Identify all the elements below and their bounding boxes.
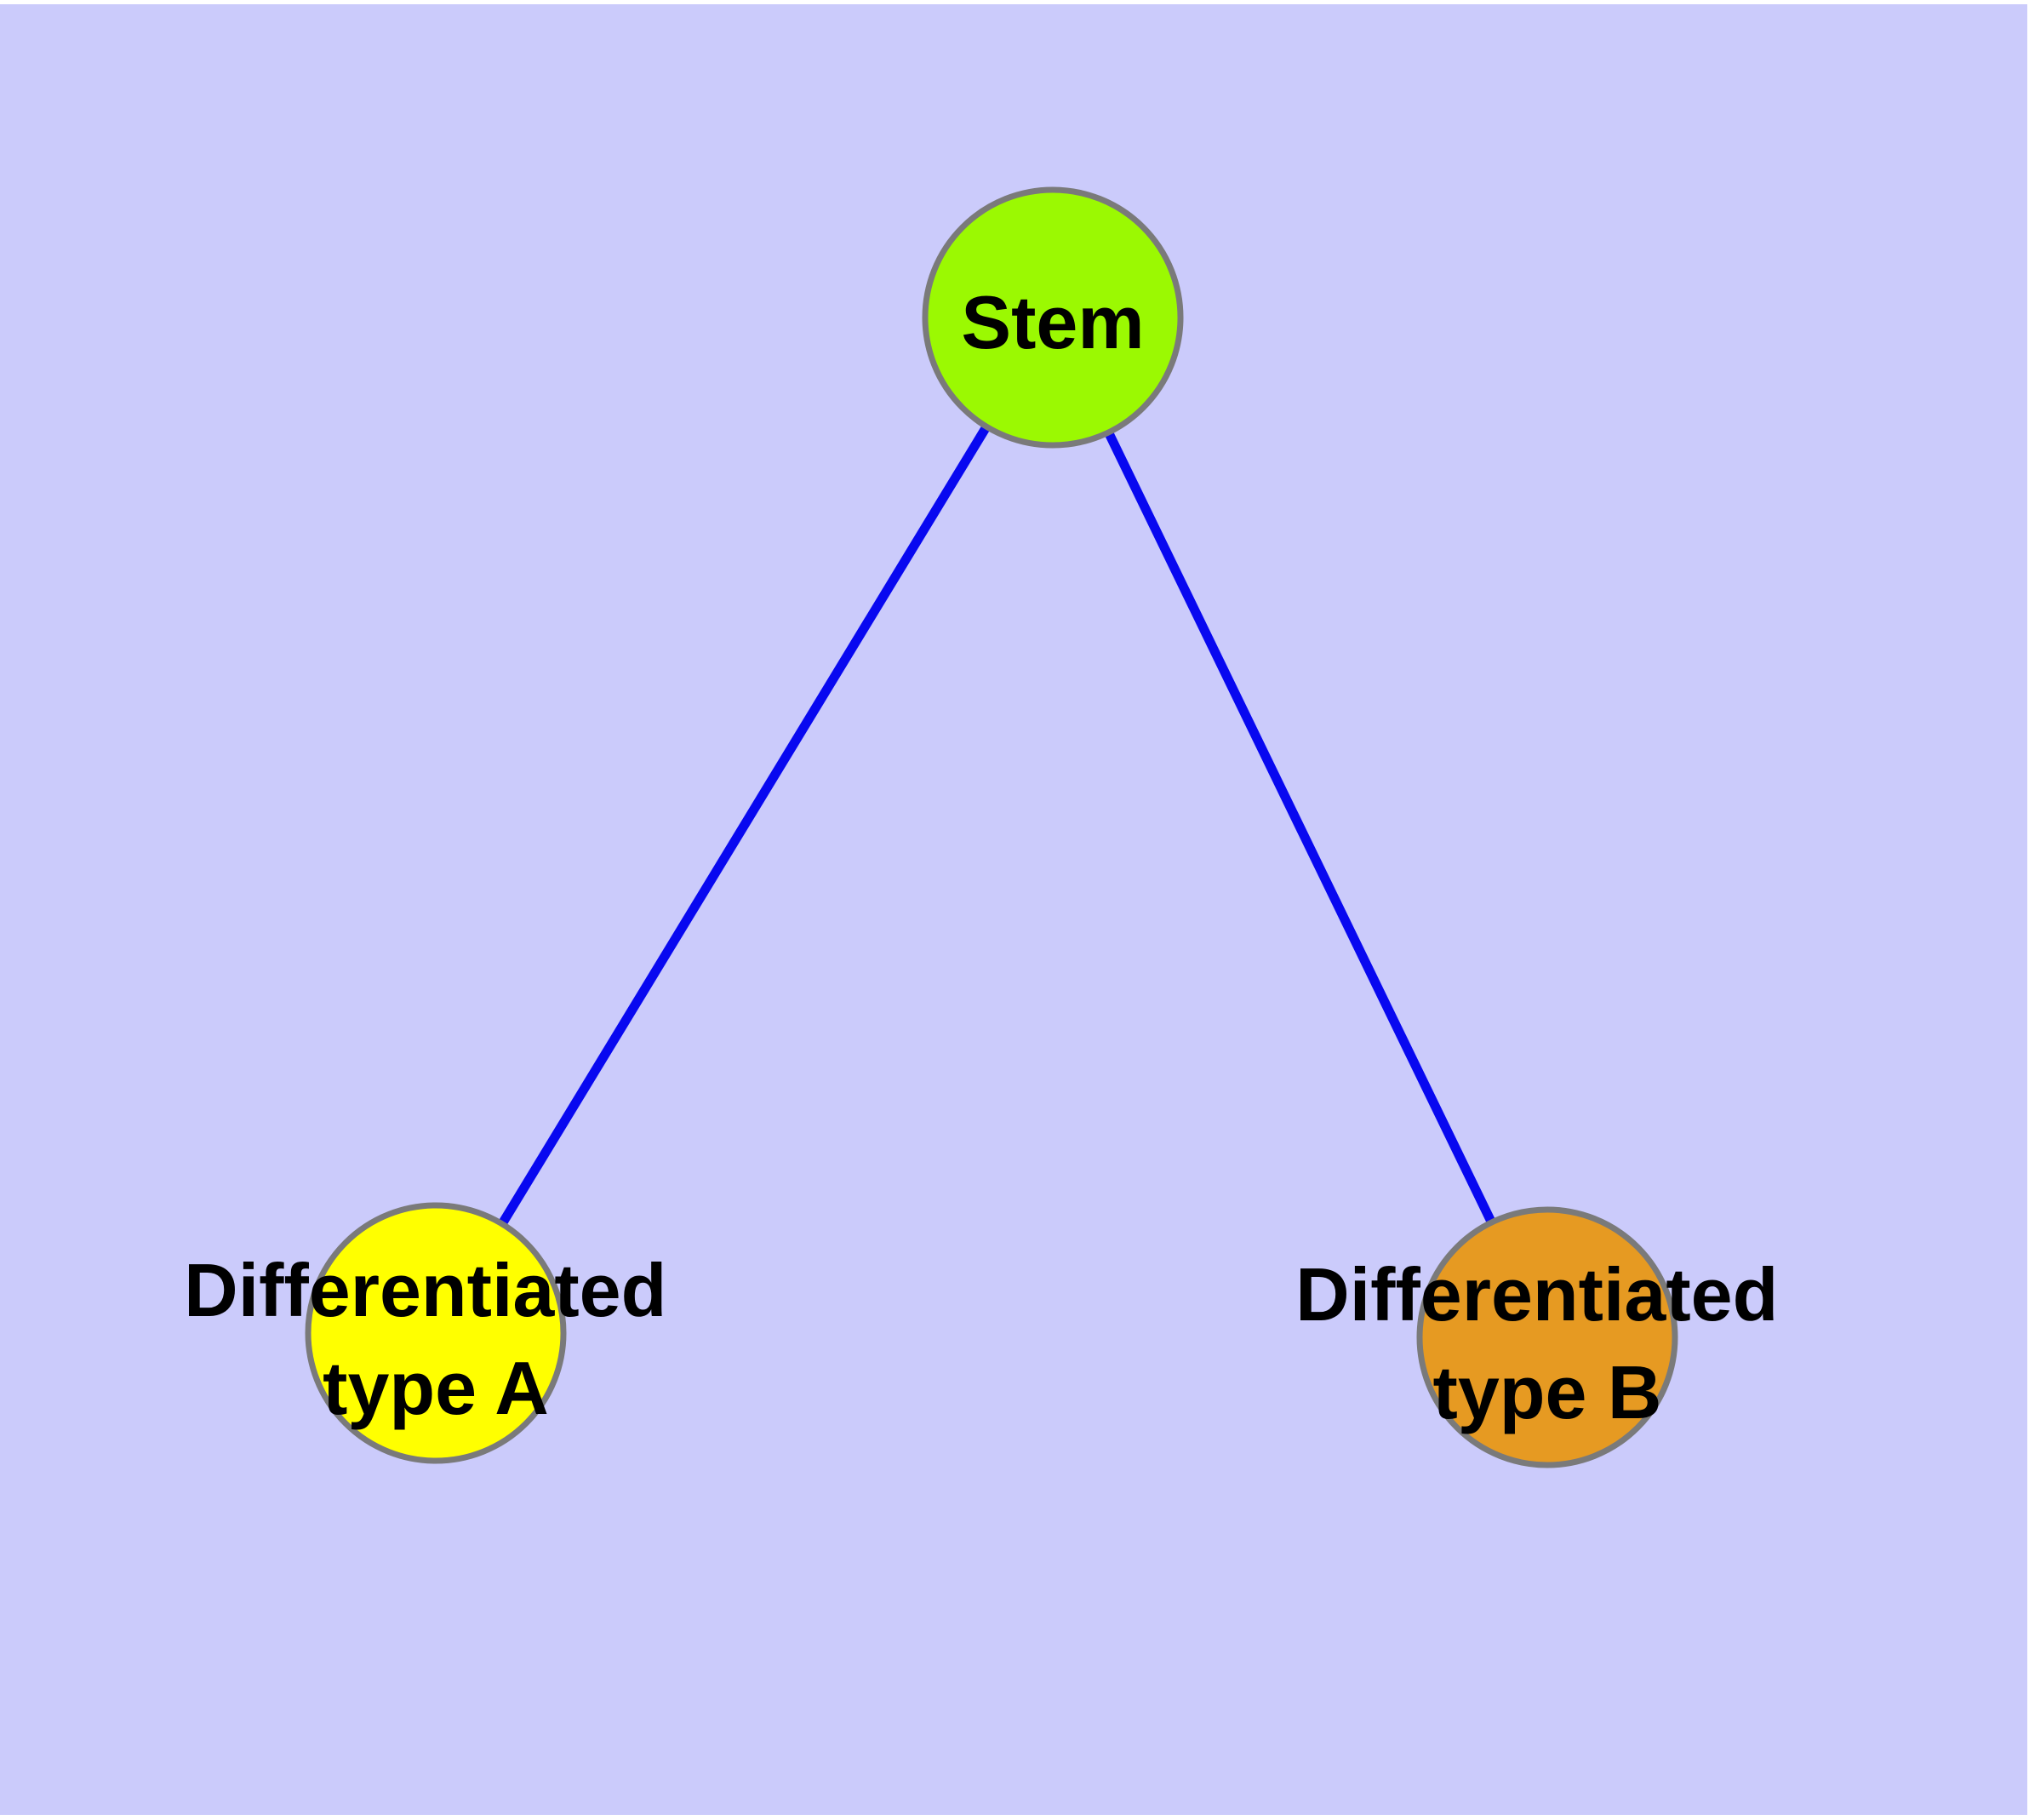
node-type-b-label: Differentiated type B xyxy=(1295,1252,1799,1434)
node-type-a-label-line2: type A xyxy=(323,1346,549,1430)
label-layer: Stem Differentiated type A Differentiate… xyxy=(184,280,1799,1434)
node-type-b-label-line2: type B xyxy=(1433,1350,1662,1434)
edge-layer xyxy=(432,315,1552,1340)
node-type-b-label-line1: Differentiated xyxy=(1295,1252,1778,1336)
node-layer xyxy=(305,186,1678,1468)
node-type-b-circle xyxy=(1416,1206,1678,1468)
node-type-a-circle xyxy=(305,1202,567,1464)
edge-stem-to-type-b xyxy=(1049,315,1552,1340)
node-type-a-label-line1: Differentiated xyxy=(184,1248,666,1332)
node-type-a-label: Differentiated type A xyxy=(184,1248,688,1430)
node-stem-label: Stem xyxy=(961,280,1144,364)
node-stem-circle xyxy=(922,186,1184,449)
edge-stem-to-type-a xyxy=(432,315,1057,1336)
